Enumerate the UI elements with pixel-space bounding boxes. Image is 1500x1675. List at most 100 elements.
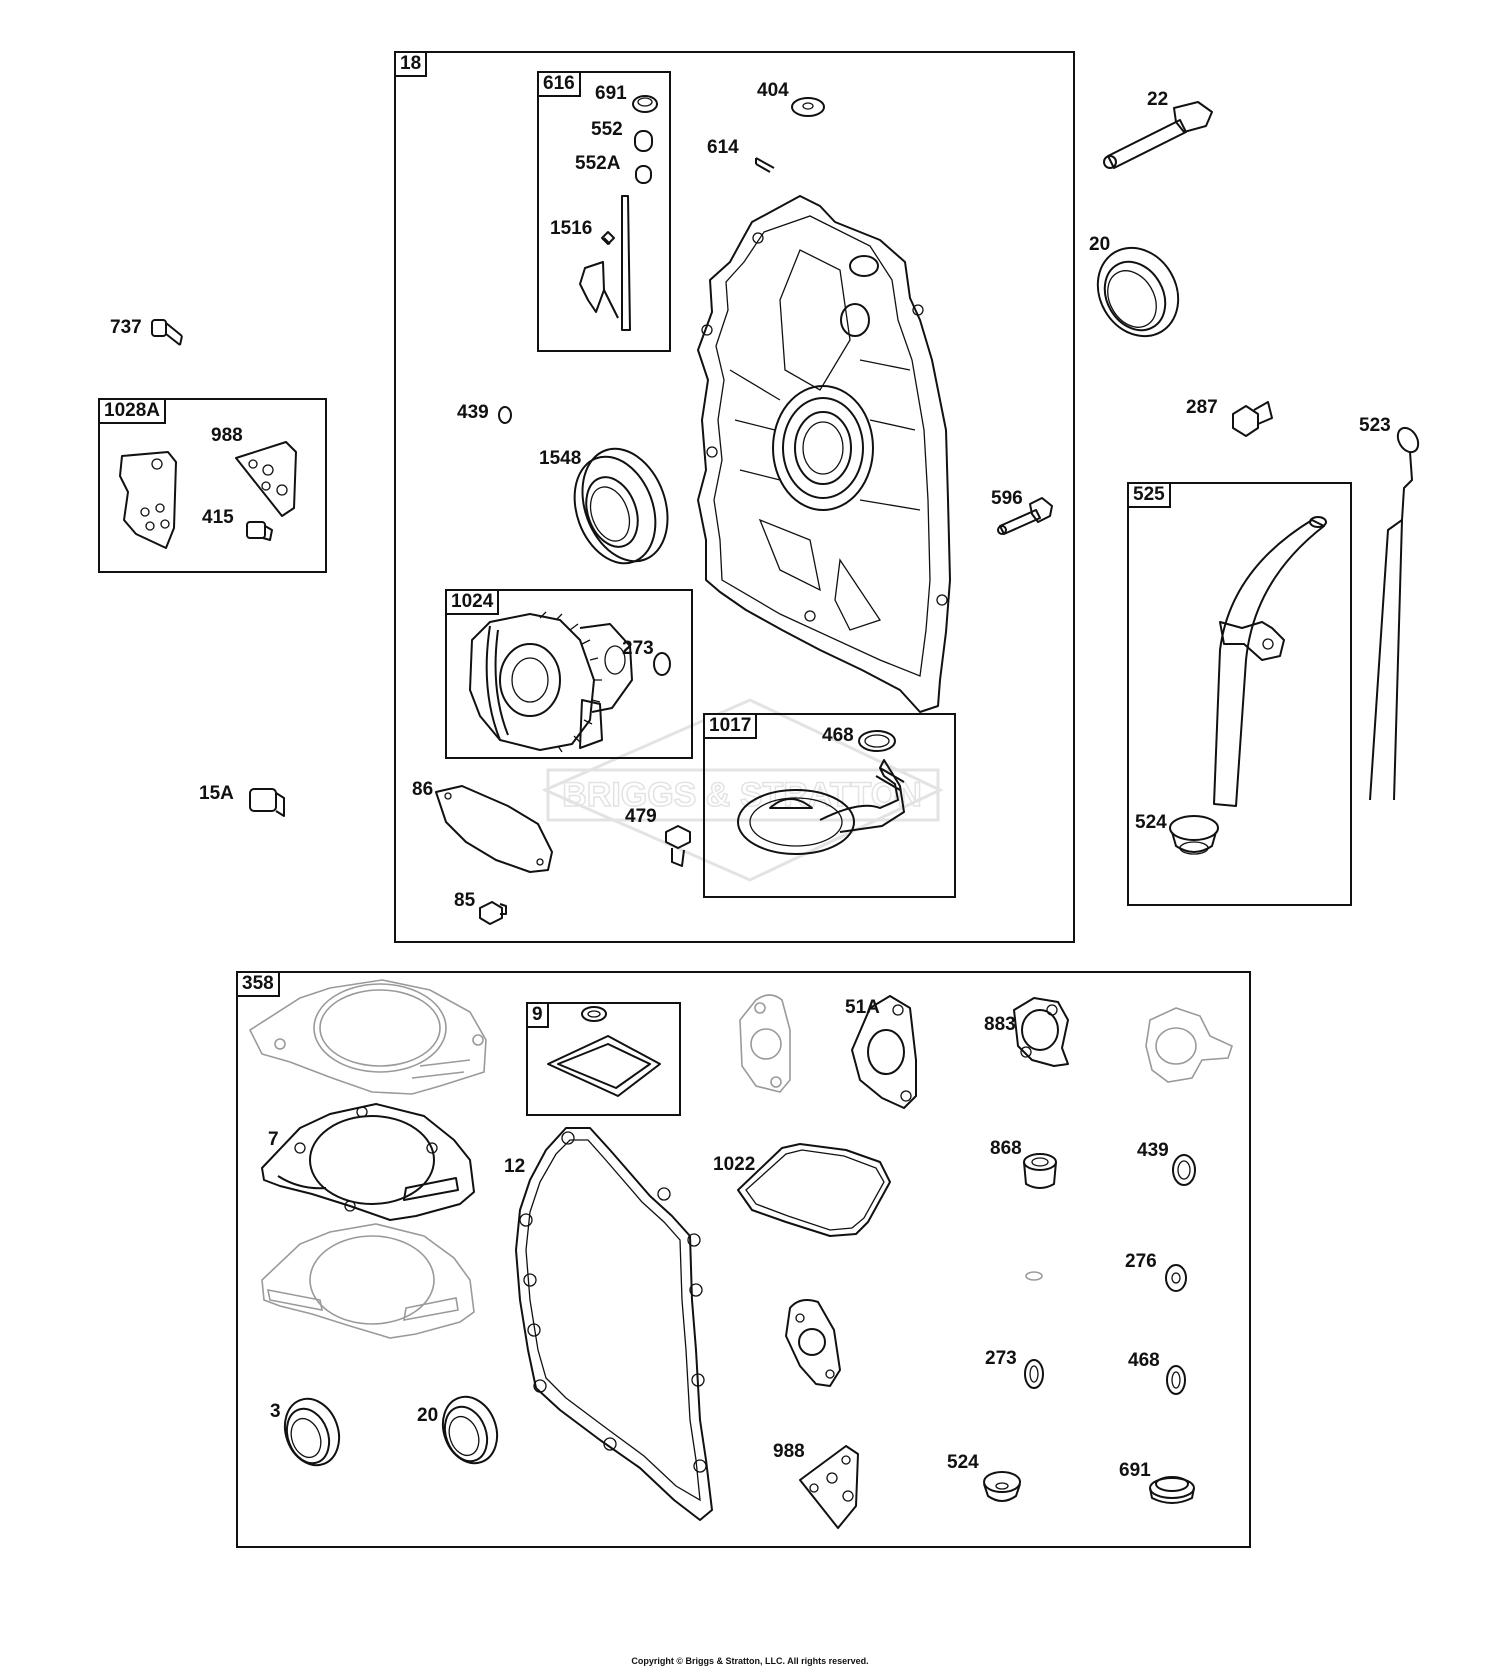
- part-1516-screw[interactable]: [601, 231, 615, 245]
- box-9: 9: [526, 1002, 681, 1116]
- label-287: 287: [1186, 397, 1218, 418]
- label-439: 439: [457, 402, 489, 423]
- part-head-gasket-ghost[interactable]: [261, 1223, 475, 1339]
- label-691-b: 691: [1119, 1460, 1151, 1481]
- label-20: 20: [1089, 234, 1111, 255]
- part-18-crankcase-cover[interactable]: [697, 195, 951, 713]
- label-22: 22: [1147, 89, 1169, 110]
- part-20-seal[interactable]: [1082, 233, 1194, 351]
- part-85-bolt[interactable]: [479, 901, 507, 925]
- label-439-b: 439: [1137, 1140, 1169, 1161]
- part-614-pin[interactable]: [755, 157, 775, 173]
- part-small-washer[interactable]: [1025, 1271, 1043, 1281]
- box-525: 525: [1127, 482, 1352, 906]
- label-596: 596: [991, 488, 1023, 509]
- box-18-tag: 18: [394, 51, 428, 77]
- label-883: 883: [984, 1014, 1016, 1035]
- part-1024-oil-pump[interactable]: [469, 611, 633, 753]
- box-1017-tag: 1017: [703, 713, 758, 739]
- part-691-seal[interactable]: [1149, 1476, 1195, 1504]
- part-596-bolt[interactable]: [997, 497, 1053, 535]
- label-1548: 1548: [539, 448, 582, 469]
- label-7: 7: [268, 1129, 279, 1150]
- label-3: 3: [270, 1401, 281, 1422]
- label-276: 276: [1125, 1251, 1157, 1272]
- label-86: 86: [412, 779, 434, 800]
- part-439-oring[interactable]: [1172, 1154, 1196, 1186]
- part-988-gasket[interactable]: [799, 1445, 859, 1529]
- label-468: 468: [822, 725, 854, 746]
- part-1548-bearing[interactable]: [560, 437, 682, 575]
- part-1028a-bracket[interactable]: [119, 451, 177, 549]
- box-1028a: 1028A: [98, 398, 327, 573]
- label-20-b: 20: [417, 1405, 439, 1426]
- label-614: 614: [707, 137, 739, 158]
- box-1017: 1017: [703, 713, 956, 898]
- watermark-text: BRIGGS & STRATTON: [562, 776, 922, 814]
- part-20-seal[interactable]: [434, 1389, 506, 1471]
- part-525-tube[interactable]: [1213, 516, 1327, 807]
- label-868: 868: [990, 1138, 1022, 1159]
- part-868-valve-seal[interactable]: [1023, 1153, 1057, 1189]
- part-404-washer[interactable]: [791, 97, 825, 117]
- part-22-bolt[interactable]: [1103, 101, 1213, 169]
- label-552: 552: [591, 119, 623, 140]
- box-1024: 1024: [445, 589, 693, 759]
- label-404: 404: [757, 80, 789, 101]
- part-1022-gasket[interactable]: [737, 1143, 891, 1237]
- label-524-b: 524: [947, 1452, 979, 1473]
- part-15a-plug[interactable]: [249, 788, 285, 817]
- box-18: 18: [394, 51, 1075, 943]
- part-988-gasket[interactable]: [235, 441, 297, 517]
- box-358-tag: 358: [236, 971, 280, 997]
- label-524: 524: [1135, 812, 1167, 833]
- part-gasket-ghost-middle[interactable]: [785, 1299, 841, 1387]
- label-273-b: 273: [985, 1348, 1017, 1369]
- part-524-grommet[interactable]: [983, 1471, 1021, 1502]
- part-1017-oil-pickup[interactable]: [737, 759, 905, 855]
- label-479: 479: [625, 806, 657, 827]
- part-273-oring[interactable]: [653, 652, 671, 676]
- part-12-crankcase-gasket[interactable]: [515, 1127, 713, 1521]
- part-479-bolt[interactable]: [665, 825, 691, 867]
- part-51a-gasket[interactable]: [851, 995, 917, 1109]
- part-468-oring[interactable]: [858, 730, 896, 752]
- label-415: 415: [202, 507, 234, 528]
- part-governor-shaft[interactable]: [579, 195, 631, 331]
- box-358: 358: [236, 971, 1251, 1548]
- box-525-tag: 525: [1127, 482, 1171, 508]
- part-552a-sleeve[interactable]: [635, 165, 652, 184]
- part-carb-gasket-a[interactable]: [739, 994, 791, 1093]
- box-1024-tag: 1024: [445, 589, 500, 615]
- part-gasket-ghost-right[interactable]: [1145, 1007, 1233, 1083]
- part-737-bolt[interactable]: [151, 319, 183, 346]
- label-737: 737: [110, 317, 142, 338]
- label-523: 523: [1359, 415, 1391, 436]
- part-552-sleeve[interactable]: [634, 130, 653, 152]
- part-273-oring[interactable]: [1024, 1359, 1044, 1389]
- label-1022: 1022: [713, 1154, 756, 1175]
- part-439-oring[interactable]: [498, 406, 512, 424]
- part-415-plug[interactable]: [246, 521, 273, 541]
- label-85: 85: [454, 890, 476, 911]
- part-468-oring[interactable]: [1166, 1365, 1186, 1395]
- part-276-washer[interactable]: [1165, 1264, 1187, 1292]
- part-524-grommet[interactable]: [1169, 815, 1219, 855]
- label-552a: 552A: [575, 153, 621, 174]
- label-12: 12: [504, 1156, 526, 1177]
- part-3-seal[interactable]: [276, 1391, 348, 1473]
- part-691-seal[interactable]: [632, 95, 658, 113]
- label-691: 691: [595, 83, 627, 104]
- box-616-tag: 616: [537, 71, 581, 97]
- box-1028a-tag: 1028A: [98, 398, 166, 424]
- part-883-gasket[interactable]: [1013, 997, 1069, 1067]
- part-7-head-gasket[interactable]: [261, 1103, 475, 1221]
- watermark-logo: BRIGGS & STRATTON: [541, 698, 944, 882]
- part-9-gasket[interactable]: [547, 1006, 661, 1097]
- part-287-nut[interactable]: [1232, 401, 1273, 437]
- part-86-gasket[interactable]: [435, 785, 553, 873]
- label-273: 273: [622, 638, 654, 659]
- part-523-dipstick[interactable]: [1369, 424, 1422, 801]
- part-358-head-gasket-top[interactable]: [248, 979, 487, 1095]
- label-51a: 51A: [845, 997, 880, 1018]
